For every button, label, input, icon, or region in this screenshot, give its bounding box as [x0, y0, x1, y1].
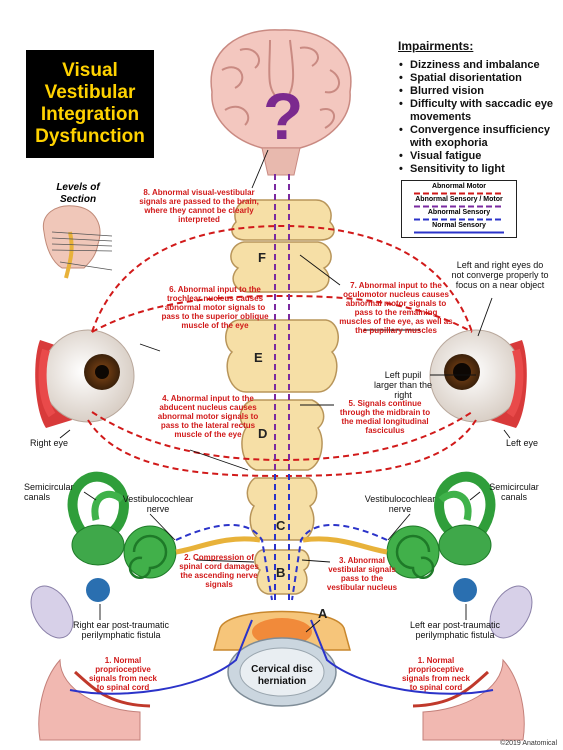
right-eye-label: Right eye	[30, 438, 69, 448]
legend-normal-sensory-line	[414, 231, 504, 234]
level-b: B	[276, 565, 286, 580]
title-line-4: Dysfunction	[35, 126, 145, 147]
left-eye-illustration	[429, 329, 527, 428]
level-d: D	[258, 426, 268, 441]
legend: Abnormal Motor Abnormal Sensory / Motor …	[401, 180, 517, 238]
eyes-converge-label: Left and right eyes do not converge prop…	[451, 260, 549, 290]
abnormal-motor-pathways	[87, 224, 477, 477]
impairment-item: Difficulty with saccadic eye movements	[399, 98, 563, 124]
legend-abnormal-sensory-label: Abnormal Sensory	[427, 209, 491, 216]
abnormal-sensory-pathways	[175, 470, 388, 601]
note-3: 3. Abnormal vestibular signals pass to t…	[326, 556, 398, 592]
level-f: F	[258, 250, 266, 265]
impairment-item: Dizziness and imbalance	[399, 59, 563, 72]
right-ear-fistula-label: Right ear post-traumatic perilymphatic f…	[72, 620, 170, 640]
copyright: ©2019 Anatomical	[500, 740, 557, 747]
vestibulocochlear-nerve-left-label: Vestibulocochlear nerve	[364, 494, 436, 514]
vestibulocochlear-nerve-right-label: Vestibulocochlear nerve	[122, 494, 194, 514]
question-mark: ?	[263, 79, 304, 153]
brain-illustration	[210, 29, 352, 176]
left-inner-ear-illustration	[302, 471, 533, 639]
legend-abnormal-motor-line	[414, 192, 504, 195]
legend-abnormal-sensory-line	[414, 218, 504, 221]
note-6: 6. Abnormal input to the trochlear nucle…	[161, 285, 269, 330]
left-ear-fistula-label: Left ear post-traumatic perilymphatic fi…	[409, 620, 501, 640]
note-8: 8. Abnormal visual-vestibular signals ar…	[139, 188, 259, 224]
left-eye-label: Left eye	[505, 438, 539, 448]
legend-sensory-motor-label: Abnormal Sensory / Motor	[415, 196, 503, 203]
brainstem-sections	[225, 199, 339, 595]
levels-of-section-head	[42, 205, 113, 279]
legend-sensory-motor-line	[414, 205, 504, 208]
right-eye-illustration	[35, 329, 135, 428]
title-line-1: Visual	[62, 60, 118, 81]
note-5: 5. Signals continue through the midbrain…	[339, 399, 431, 435]
pupil-label: Left pupil larger than the right	[373, 370, 433, 400]
semicircular-canals-left-ear-label: Semicircular canals	[489, 482, 539, 502]
title-box: Visual Vestibular Integration Dysfunctio…	[26, 50, 154, 158]
level-c: C	[276, 518, 286, 533]
impairment-item: Convergence insufficiency with exophoria	[399, 124, 563, 150]
right-inner-ear-illustration	[30, 471, 261, 639]
legend-normal-sensory-label: Normal Sensory	[432, 222, 486, 229]
legend-abnormal-motor-label: Abnormal Motor	[431, 183, 487, 190]
note-4: 4. Abnormal input to the abducent nucleu…	[157, 394, 259, 439]
title-line-2: Vestibular	[44, 82, 136, 103]
note-1-left: 1. Normal proprioceptive signals from ne…	[88, 656, 158, 692]
levels-of-section-label: Levels of Section	[56, 182, 100, 205]
level-a: A	[318, 606, 328, 621]
semicircular-canals-right-ear-label: Semicircular canals	[24, 482, 74, 502]
impairment-item: Blurred vision	[399, 85, 563, 98]
neck-illustrations	[38, 658, 525, 741]
leader-lines	[59, 149, 511, 633]
impairments-panel: Impairments: Dizziness and imbalance Spa…	[398, 39, 563, 177]
impairment-item: Sensitivity to light	[399, 163, 563, 176]
title-line-3: Integration	[40, 104, 140, 125]
spinal-cord-base	[213, 610, 351, 707]
note-7: 7. Abnormal input to the oculomotor nucl…	[339, 281, 453, 335]
normal-sensory-pathways	[69, 619, 494, 695]
impairments-heading: Impairments:	[398, 39, 474, 53]
impairment-item: Visual fatigue	[399, 150, 563, 163]
cervical-disc-label: Cervical disc herniation	[251, 664, 313, 687]
note-2: 2. Compression of spinal cord damages th…	[179, 553, 259, 589]
note-1-right: 1. Normal proprioceptive signals from ne…	[401, 656, 471, 692]
impairment-item: Spatial disorientation	[399, 72, 563, 85]
level-e: E	[254, 350, 263, 365]
